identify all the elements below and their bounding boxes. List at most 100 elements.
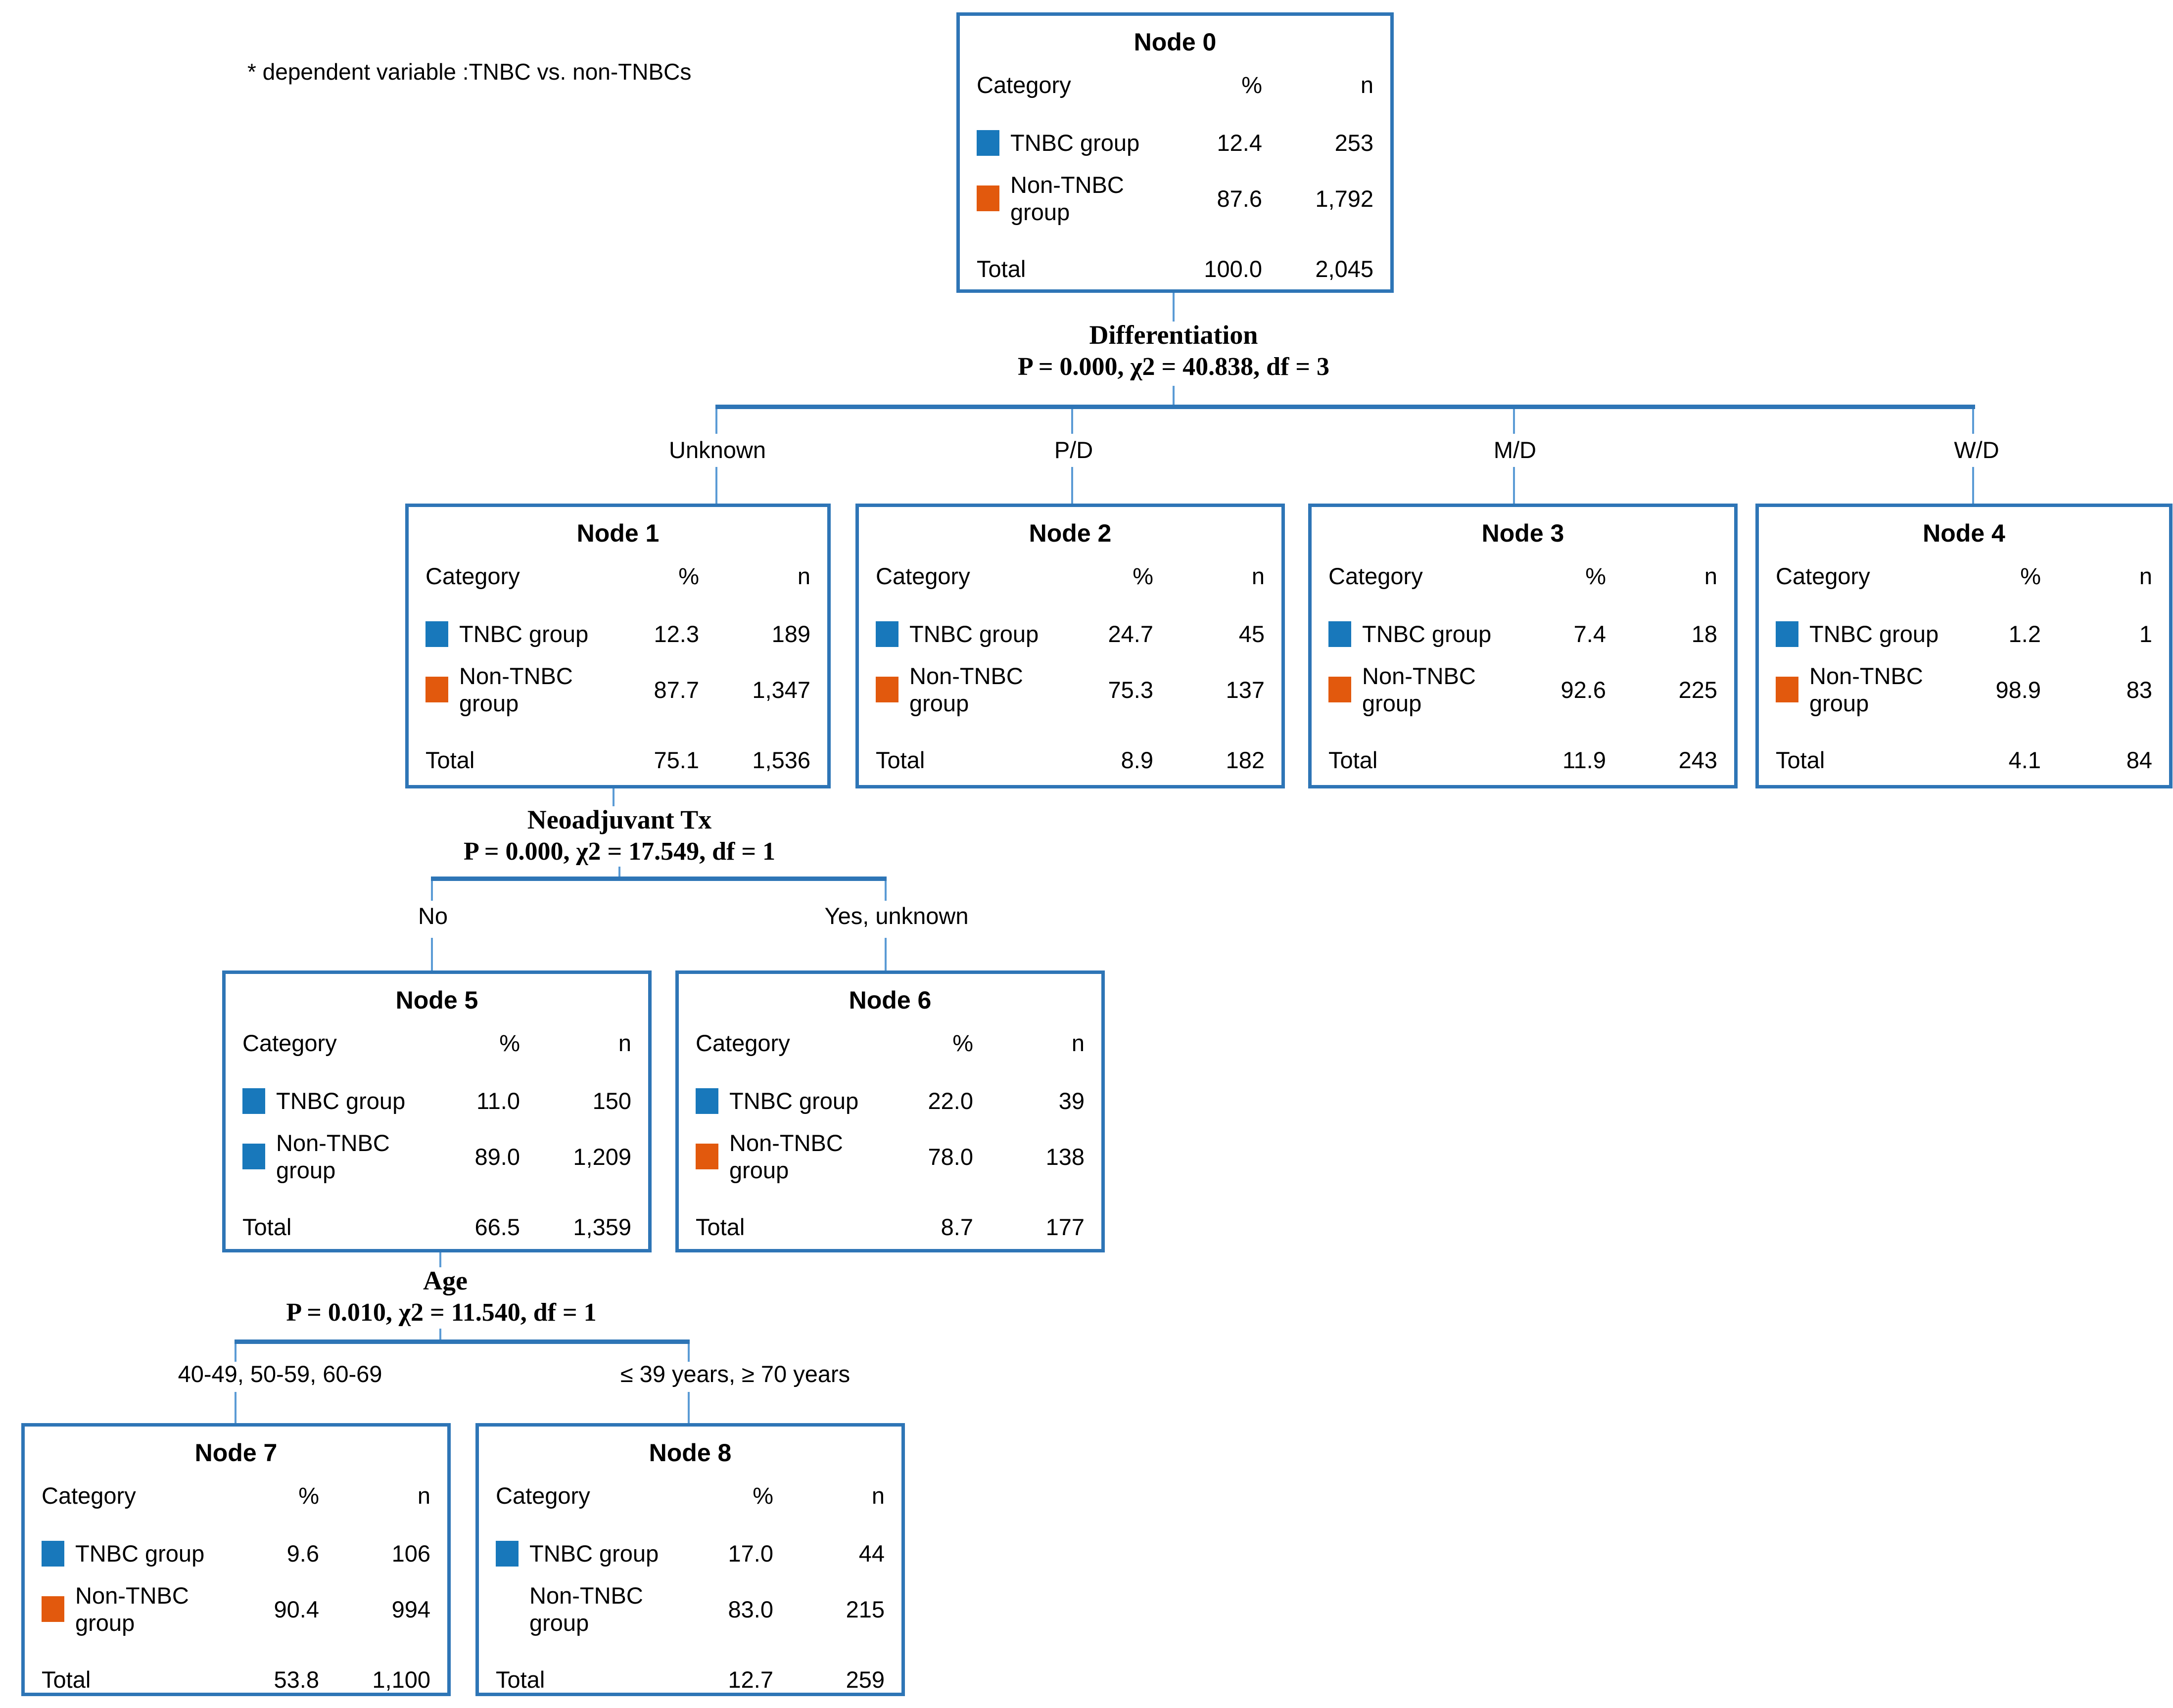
pct-value: 24.7 [1108,621,1153,647]
total-n: 84 [2126,747,2152,773]
total-label: Total [242,1214,292,1240]
category-row-non-tnbc: Non-TNBC group 87.6 1,792 [977,171,1373,226]
col-category: Category [977,72,1071,98]
n-value: 150 [592,1088,631,1114]
total-n: 2,045 [1315,256,1373,282]
pct-value: 75.3 [1108,676,1153,703]
n-value: 1,209 [573,1143,631,1170]
branch-label-wd: W/D [1954,437,1999,463]
branch-label-le39-ge70: ≤ 39 years, ≥ 70 years [620,1361,850,1387]
tnbc-swatch-icon [425,621,448,647]
pct-value: 98.9 [1995,676,2041,703]
tree-node-7: Node 7 Category % n TNBC group 9.6 106 N… [21,1423,451,1696]
connector-node5-stem [439,1252,441,1267]
total-row: Total 53.8 1,100 [25,1651,447,1708]
col-category: Category [496,1482,590,1509]
category-row-non-tnbc: Non-TNBC group 78.0 138 [696,1129,1085,1184]
pct-value: 1.2 [2008,621,2041,647]
total-n: 1,100 [372,1666,430,1693]
category-label: TNBC group [1010,130,1140,156]
col-pct: % [952,1030,973,1056]
col-n: n [1071,1030,1085,1056]
category-row-tnbc: TNBC group 24.7 45 [876,620,1265,647]
tree-node-8: Node 8 Category % n TNBC group 17.0 44 N… [475,1423,905,1696]
total-pct: 66.5 [474,1214,520,1240]
pct-value: 90.4 [274,1596,319,1622]
pct-value: 87.6 [1217,185,1262,212]
connector-into-node8 [688,1392,690,1423]
total-pct: 8.9 [1121,747,1153,773]
category-label: Non-TNBC group [459,663,573,716]
pct-value: 17.0 [728,1540,773,1567]
total-label: Total [1328,747,1378,773]
total-n: 177 [1045,1214,1085,1240]
tnbc-swatch-icon [876,621,898,647]
total-pct: 53.8 [274,1666,319,1693]
connector-into-node3 [1513,467,1515,504]
split-variable-differentiation: Differentiation [1089,320,1258,350]
category-label: Non-TNBC group [529,1582,643,1636]
category-row-tnbc: TNBC group 11.0 150 [242,1087,631,1114]
tree-node-4: Node 4 Category % n TNBC group 1.2 1 Non… [1755,504,2173,788]
total-pct: 12.7 [728,1666,773,1693]
total-row: Total 100.0 2,045 [960,240,1390,297]
total-row: Total 66.5 1,359 [226,1199,648,1255]
node-title: Node 1 [576,519,660,547]
n-value: 1 [2139,621,2152,647]
col-category: Category [876,563,970,589]
pct-value: 12.3 [654,621,699,647]
total-row: Total 8.7 177 [679,1199,1101,1255]
connector-branch-md-stub [1513,409,1515,434]
category-row-non-tnbc: Non-TNBC group 83.0 215 [496,1582,885,1636]
connector-into-node2 [1071,467,1073,504]
connector-into-node7 [235,1392,236,1423]
category-row-non-tnbc: Non-TNBC group 87.7 1,347 [425,662,810,717]
tnbc-swatch-icon [1776,621,1798,647]
total-row: Total 8.9 182 [859,732,1281,788]
connector-rail-neoadjuvant [431,877,887,881]
total-label: Total [696,1214,745,1240]
pct-value: 9.6 [286,1540,319,1567]
category-label: TNBC group [276,1088,406,1114]
col-n: n [2139,563,2152,589]
category-row-tnbc: TNBC group 12.4 253 [977,129,1373,156]
pct-value: 11.0 [476,1088,520,1114]
branch-label-40-69: 40-49, 50-59, 60-69 [178,1361,382,1387]
split-variable-age: Age [423,1266,468,1295]
split-stats-differentiation: P = 0.000, χ2 = 40.838, df = 3 [1017,353,1330,381]
n-value: 137 [1226,676,1265,703]
col-pct: % [1241,72,1262,98]
connector-branch-3970-stub [688,1344,690,1362]
category-label: TNBC group [909,621,1039,647]
connector-split3-stem [439,1329,441,1339]
col-pct: % [298,1482,319,1509]
node-title: Node 6 [849,986,932,1014]
connector-into-node1 [715,467,717,504]
branch-label-md: M/D [1493,437,1537,463]
category-row-non-tnbc: Non-TNBC group 98.9 83 [1776,662,2152,717]
pct-value: 12.4 [1217,130,1262,156]
col-n: n [1704,563,1717,589]
col-pct: % [499,1030,520,1056]
col-n: n [417,1482,430,1509]
category-label: Non-TNBC group [276,1130,390,1183]
category-row-non-tnbc: Non-TNBC group 75.3 137 [876,662,1265,717]
pct-value: 87.7 [654,676,699,703]
n-value: 215 [846,1596,885,1622]
total-pct: 11.9 [1562,747,1606,773]
category-label: TNBC group [459,621,589,647]
total-label: Total [496,1666,545,1693]
connector-branch-wd-stub [1972,409,1974,434]
n-value: 138 [1045,1143,1085,1170]
category-label: TNBC group [1809,621,1939,647]
total-n: 1,359 [573,1214,631,1240]
split-variable-neoadjuvant: Neoadjuvant Tx [527,805,712,834]
category-label: TNBC group [75,1540,205,1567]
n-value: 18 [1691,621,1717,647]
node-title: Node 2 [1029,519,1112,547]
split-stats-neoadjuvant: P = 0.000, χ2 = 17.549, df = 1 [463,837,776,866]
col-category: Category [242,1030,337,1056]
node-title: Node 4 [1923,519,2005,547]
node-title: Node 0 [1134,28,1217,56]
pct-value: 92.6 [1560,676,1606,703]
